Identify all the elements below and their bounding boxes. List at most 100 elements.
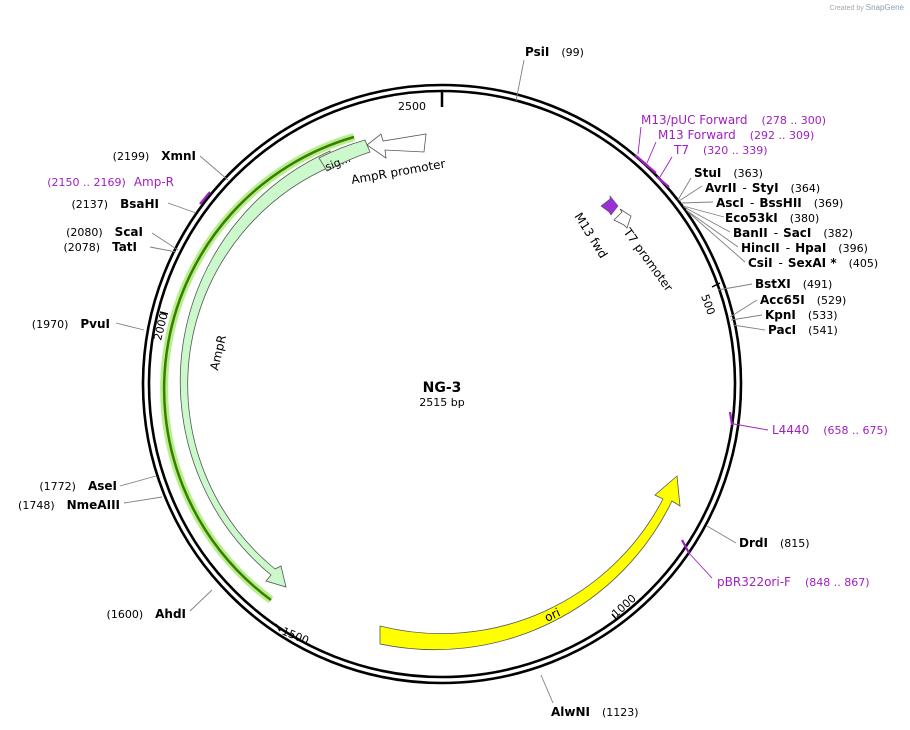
enzyme-position: (529) (817, 294, 847, 307)
leader-drdi (706, 525, 737, 544)
enzyme-site-stui[interactable]: StuI(363) (694, 166, 763, 180)
enzyme-position: (380) (790, 212, 820, 225)
enzyme-position: (2199) (113, 150, 150, 163)
primer-amp-r[interactable]: (2150 .. 2169) Amp-R (47, 175, 174, 189)
enzyme-name: Acc65I (760, 293, 805, 307)
primer-m13-forward[interactable]: M13 Forward (292 .. 309) (658, 128, 814, 142)
snapgene-credit: Created by SnapGene (830, 3, 904, 12)
primer-mark-t7 (656, 176, 670, 188)
enzyme-name: PacI (768, 323, 796, 337)
enzyme-position: (1123) (602, 706, 639, 719)
enzyme-labels: PsiI(99) StuI(363) AvrII-StyI(364) AscI-… (525, 45, 878, 719)
enzyme-labels-left: (1600) AhdI (1748)NmeAIII (1772)AseI (197… (18, 149, 196, 621)
enzyme-dash: - (750, 196, 754, 210)
primer-range: (848 .. 867) (805, 576, 870, 589)
leader-avrii (678, 185, 703, 202)
primer-pbr322ori-f[interactable]: pBR322ori-F(848 .. 867) (717, 575, 870, 589)
enzyme-site-hincii[interactable]: HincII-HpaI(396) (741, 241, 868, 255)
enzyme-dash: - (786, 241, 790, 255)
enzyme-site-kpni[interactable]: KpnI (533) (765, 308, 838, 322)
primer-range: (658 .. 675) (823, 424, 888, 437)
primer-t7[interactable]: T7(320 .. 339) (673, 143, 768, 157)
enzyme-site-drdi[interactable]: DrdI (815) (739, 536, 810, 550)
enzyme-position: (541) (808, 324, 838, 337)
enzyme-name: PsiI (525, 45, 549, 59)
enzyme-position: (533) (808, 309, 838, 322)
enzyme-position: (815) (780, 537, 810, 550)
feature-ampr[interactable]: AmpR (160, 133, 356, 604)
enzyme-site-csii[interactable]: CsiI-SexAI *(405) (748, 256, 878, 270)
enzyme-name: DrdI (739, 536, 768, 550)
primer-labels: M13/pUC Forward(278 .. 300) M13 Forward (… (47, 113, 888, 589)
enzyme-name: KpnI (765, 308, 796, 322)
primer-name: Amp-R (134, 175, 174, 189)
leader-ahdi (189, 589, 213, 612)
primer-marks (199, 126, 769, 579)
ori-label: ori (542, 605, 562, 624)
leader-hincii (685, 209, 739, 248)
enzyme-position: (405) (849, 257, 879, 270)
primer-range: (2150 .. 2169) (47, 176, 126, 189)
enzyme-site-pvui[interactable]: (1970)PvuI (32, 317, 110, 331)
leader-tati (151, 232, 179, 251)
enzyme-site-eco53ki[interactable]: Eco53kI(380) (725, 211, 819, 225)
tick-1500 (275, 623, 281, 632)
enzyme-site-scai[interactable]: (2080)ScaI (66, 225, 143, 239)
primer-name: L4440 (772, 423, 809, 437)
enzyme-site-ahdi[interactable]: (1600) AhdI (107, 607, 186, 621)
enzyme-position: (364) (791, 182, 821, 195)
enzyme-site-bsahi[interactable]: (2137)BsaHI (72, 197, 159, 211)
enzyme-site-asei[interactable]: (1772)AseI (39, 479, 117, 493)
enzyme-name: AlwNI (551, 705, 590, 719)
enzyme-site-alwni[interactable]: AlwNI (1123) (551, 705, 639, 719)
enzyme-site-acc65i[interactable]: Acc65I (529) (760, 293, 846, 307)
tick-label-2500: 2500 (398, 100, 426, 113)
enzyme-site-nmeaiii[interactable]: (1748)NmeAIII (18, 498, 120, 512)
enzyme-site-paci[interactable]: PacI (541) (768, 323, 838, 337)
ampr-promoter-arrow (366, 133, 427, 159)
plasmid-length: 2515 bp (419, 396, 464, 409)
enzyme-site-banii[interactable]: BanII-SacI(382) (733, 226, 853, 240)
enzyme-name-2: SacI (783, 226, 811, 240)
ampr-label: AmpR (207, 334, 229, 372)
m13-fwd-arrow (600, 195, 619, 216)
leader-asei (119, 475, 157, 487)
primer-mark-amp-r (199, 191, 211, 205)
primer-name: M13 Forward (658, 128, 736, 142)
feature-m13-fwd[interactable]: M13 fwd (571, 195, 619, 261)
enzyme-dash: - (774, 226, 778, 240)
enzyme-position: (491) (803, 278, 833, 291)
feature-ori[interactable]: ori (379, 475, 681, 651)
enzyme-site-avrii[interactable]: AvrII-StyI(364) (705, 181, 820, 195)
primer-leader-m13-forward (646, 141, 657, 164)
primer-name: M13/pUC Forward (641, 113, 748, 127)
ampr-promoter-label: AmpR promoter (350, 157, 446, 187)
enzyme-name: BsaHI (120, 197, 159, 211)
feature-t7-promoter[interactable]: T7 promoter (613, 208, 676, 294)
enzyme-name: BanII (733, 226, 768, 240)
enzyme-dash: - (743, 181, 747, 195)
primer-l4440[interactable]: L4440 (658 .. 675) (772, 423, 888, 437)
sig-arrow (318, 139, 371, 172)
enzyme-name: PvuI (80, 317, 110, 331)
enzyme-position: (1600) (107, 608, 144, 621)
enzyme-name-2: StyI (752, 181, 779, 195)
enzyme-name-2: HpaI (795, 241, 826, 255)
enzyme-site-psii[interactable]: PsiI (99) (525, 45, 584, 59)
enzyme-name: CsiI (748, 256, 773, 270)
primer-m13-puc-forward[interactable]: M13/pUC Forward(278 .. 300) (641, 113, 826, 127)
tick-2000 (159, 311, 169, 315)
enzyme-name: AhdI (155, 607, 186, 621)
enzyme-name: TatI (112, 240, 137, 254)
ampr-arrow (179, 150, 333, 588)
enzyme-name: AscI (716, 196, 744, 210)
enzyme-site-tati[interactable]: (2078)TatI (63, 240, 137, 254)
enzyme-site-xmni[interactable]: (2199)XmnI (113, 149, 196, 163)
enzyme-position: (99) (561, 46, 584, 59)
enzyme-name: BstXI (755, 277, 791, 291)
enzyme-site-asci[interactable]: AscI-BssHII(369) (716, 196, 843, 210)
primer-mark-l4440 (728, 411, 734, 426)
primer-range: (292 .. 309) (750, 129, 815, 142)
enzyme-site-bstxi[interactable]: BstXI (491) (755, 277, 832, 291)
